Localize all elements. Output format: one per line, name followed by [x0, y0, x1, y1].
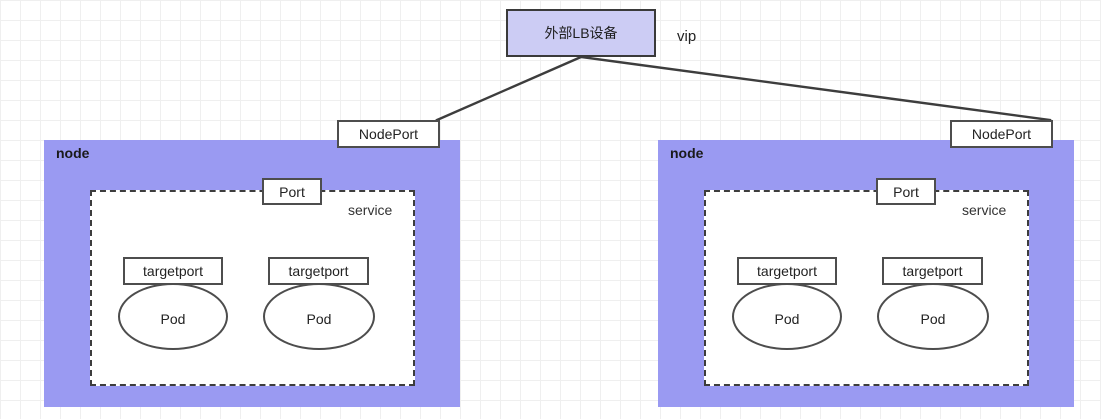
port-label: Port [279, 183, 305, 200]
pod-label: Pod [920, 310, 946, 327]
targetport-label: targetport [757, 263, 817, 279]
pod-label: Pod [774, 310, 800, 327]
edge-lb-to-left-nodeport [435, 55, 583, 122]
pod-left-1[interactable]: Pod [118, 283, 228, 350]
targetport-label: targetport [288, 263, 349, 279]
nodeport-left[interactable]: NodePort [337, 120, 440, 148]
targetport-right-1[interactable]: targetport [737, 257, 837, 285]
node-label-left: node [56, 145, 90, 161]
external-lb-box[interactable]: 外部LB设备 [506, 9, 656, 57]
pod-label: Pod [160, 310, 186, 327]
edge-lb-to-right-nodeport [579, 55, 1052, 122]
targetport-left-2[interactable]: targetport [268, 257, 369, 285]
port-right[interactable]: Port [876, 178, 936, 205]
targetport-label: targetport [902, 263, 963, 279]
targetport-right-2[interactable]: targetport [882, 257, 983, 285]
service-box-right[interactable] [704, 190, 1029, 386]
service-label-right: service [962, 202, 1007, 218]
service-box-left[interactable] [90, 190, 415, 386]
port-label: Port [893, 183, 919, 200]
service-label-left: service [348, 202, 393, 218]
port-left[interactable]: Port [262, 178, 322, 205]
targetport-label: targetport [143, 263, 203, 279]
nodeport-right[interactable]: NodePort [950, 120, 1053, 148]
pod-left-2[interactable]: Pod [263, 283, 375, 350]
node-label-right: node [670, 145, 704, 161]
external-lb-label: 外部LB设备 [544, 25, 618, 41]
vip-label: vip [677, 28, 697, 45]
nodeport-label: NodePort [971, 126, 1032, 142]
pod-right-1[interactable]: Pod [732, 283, 842, 350]
pod-right-2[interactable]: Pod [877, 283, 989, 350]
pod-label: Pod [306, 310, 332, 327]
nodeport-label: NodePort [358, 126, 419, 142]
targetport-left-1[interactable]: targetport [123, 257, 223, 285]
